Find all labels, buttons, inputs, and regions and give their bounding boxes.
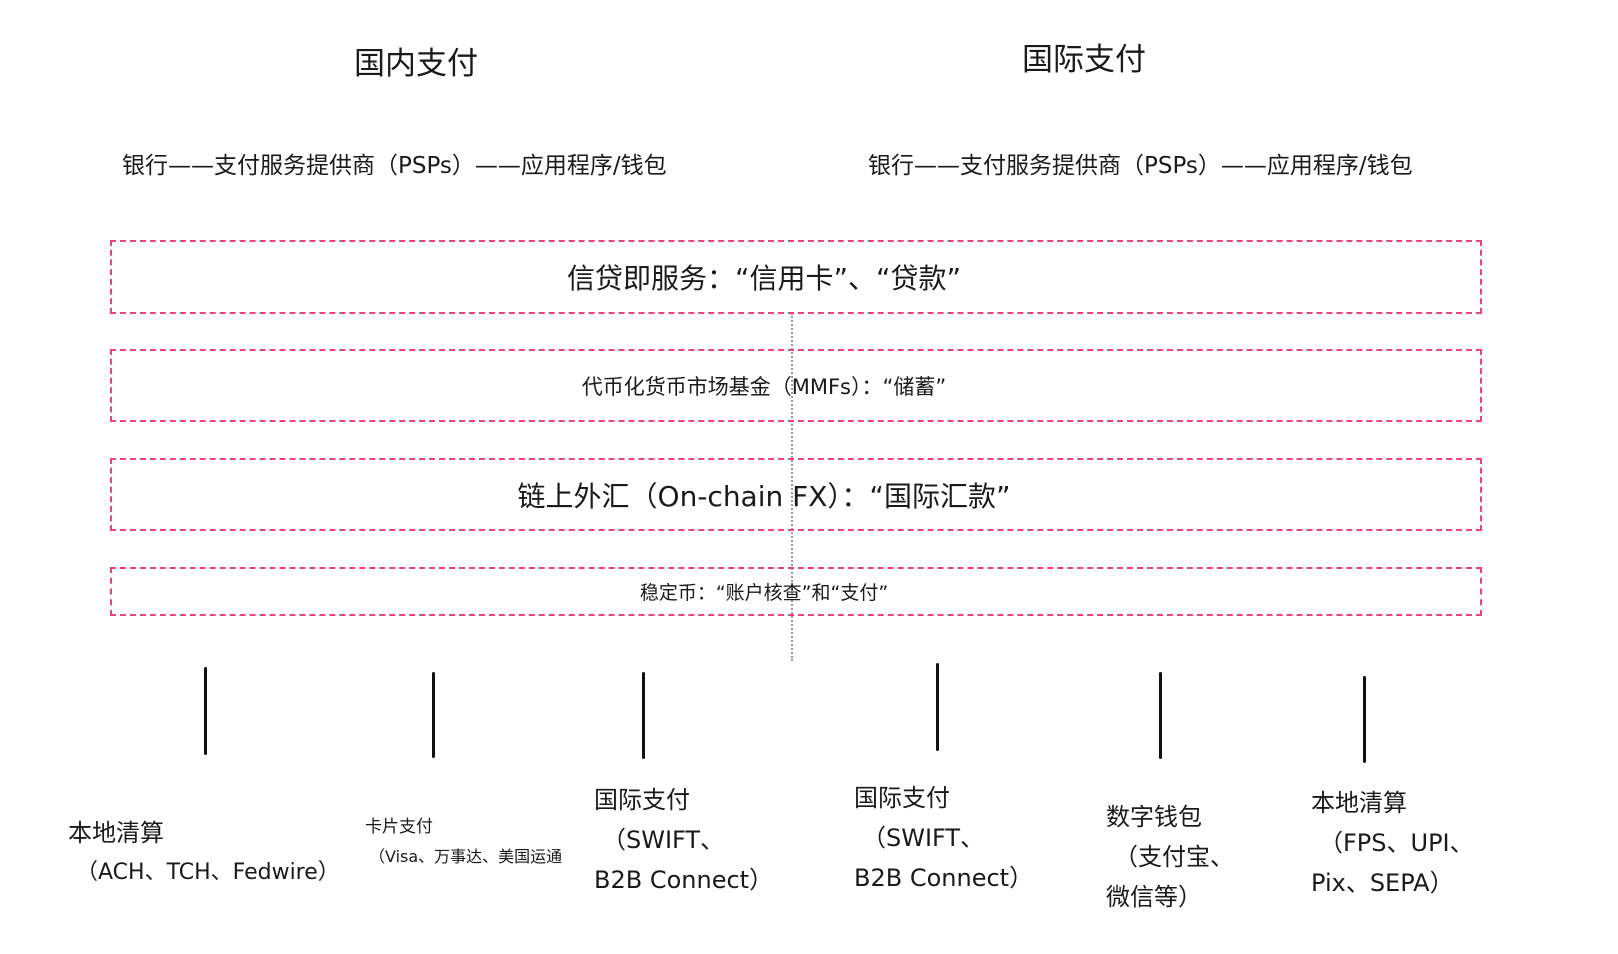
rail-connector-3 <box>642 672 645 759</box>
layer-stablecoin: 稳定币：“账户核查”和“支付” <box>110 567 1482 616</box>
rail-detail: （SWIFT、 <box>862 824 985 852</box>
rail-detail: Pix、SEPA） <box>1311 869 1454 897</box>
rail-detail: （FPS、UPI、 <box>1319 829 1474 857</box>
rail-detail: （支付宝、 <box>1114 843 1234 871</box>
rail-domestic-clearing: 本地清算 （ACH、TCH、Fedwire） <box>68 813 340 893</box>
rail-connector-5 <box>1159 672 1162 759</box>
rail-connector-1 <box>204 667 207 755</box>
rail-title: 本地清算 <box>68 819 164 847</box>
rail-local-clearing-intl: 本地清算 （FPS、UPI、 Pix、SEPA） <box>1311 783 1474 903</box>
domestic-chain: 银行——支付服务提供商（PSPs）——应用程序/钱包 <box>122 153 667 179</box>
rail-detail: B2B Connect） <box>594 866 774 894</box>
layer-label: 链上外汇（On-chain FX）：“国际汇款” <box>517 479 1011 513</box>
rail-title: 数字钱包 <box>1106 803 1202 831</box>
rail-detail: 微信等） <box>1106 883 1202 911</box>
rail-title: 卡片支付 <box>365 817 433 837</box>
rail-detail: （SWIFT、 <box>602 826 725 854</box>
rail-connector-2 <box>432 672 435 758</box>
international-payments-header: 国际支付 <box>1022 42 1146 78</box>
layer-onchain-fx: 链上外汇（On-chain FX）：“国际汇款” <box>110 458 1482 531</box>
rail-detail: （Visa、万事达、美国运通 <box>369 847 563 866</box>
rail-title: 本地清算 <box>1311 789 1407 817</box>
layer-label: 代币化货币市场基金（MMFs）：“储蓄” <box>581 374 947 399</box>
rail-detail: （ACH、TCH、Fedwire） <box>76 860 340 885</box>
rail-international-1: 国际支付 （SWIFT、 B2B Connect） <box>594 780 773 900</box>
center-connector <box>791 313 793 661</box>
rail-connector-6 <box>1363 676 1366 763</box>
layer-label: 稳定币：“账户核查”和“支付” <box>639 582 889 604</box>
rail-detail: B2B Connect） <box>854 864 1034 892</box>
rail-card-payments: 卡片支付 （Visa、万事达、美国运通 <box>365 812 562 872</box>
domestic-payments-header: 国内支付 <box>354 46 478 82</box>
rail-digital-wallets: 数字钱包 （支付宝、 微信等） <box>1106 797 1234 917</box>
rail-connector-4 <box>936 663 939 751</box>
rail-title: 国际支付 <box>854 784 950 812</box>
layer-label: 信贷即服务：“信用卡”、“贷款” <box>566 262 962 295</box>
layer-tokenized-mmf: 代币化货币市场基金（MMFs）：“储蓄” <box>110 349 1482 422</box>
layer-credit-as-service: 信贷即服务：“信用卡”、“贷款” <box>110 240 1482 314</box>
rail-title: 国际支付 <box>594 786 690 814</box>
international-chain: 银行——支付服务提供商（PSPs）——应用程序/钱包 <box>868 153 1413 179</box>
rail-international-2: 国际支付 （SWIFT、 B2B Connect） <box>854 778 1033 898</box>
